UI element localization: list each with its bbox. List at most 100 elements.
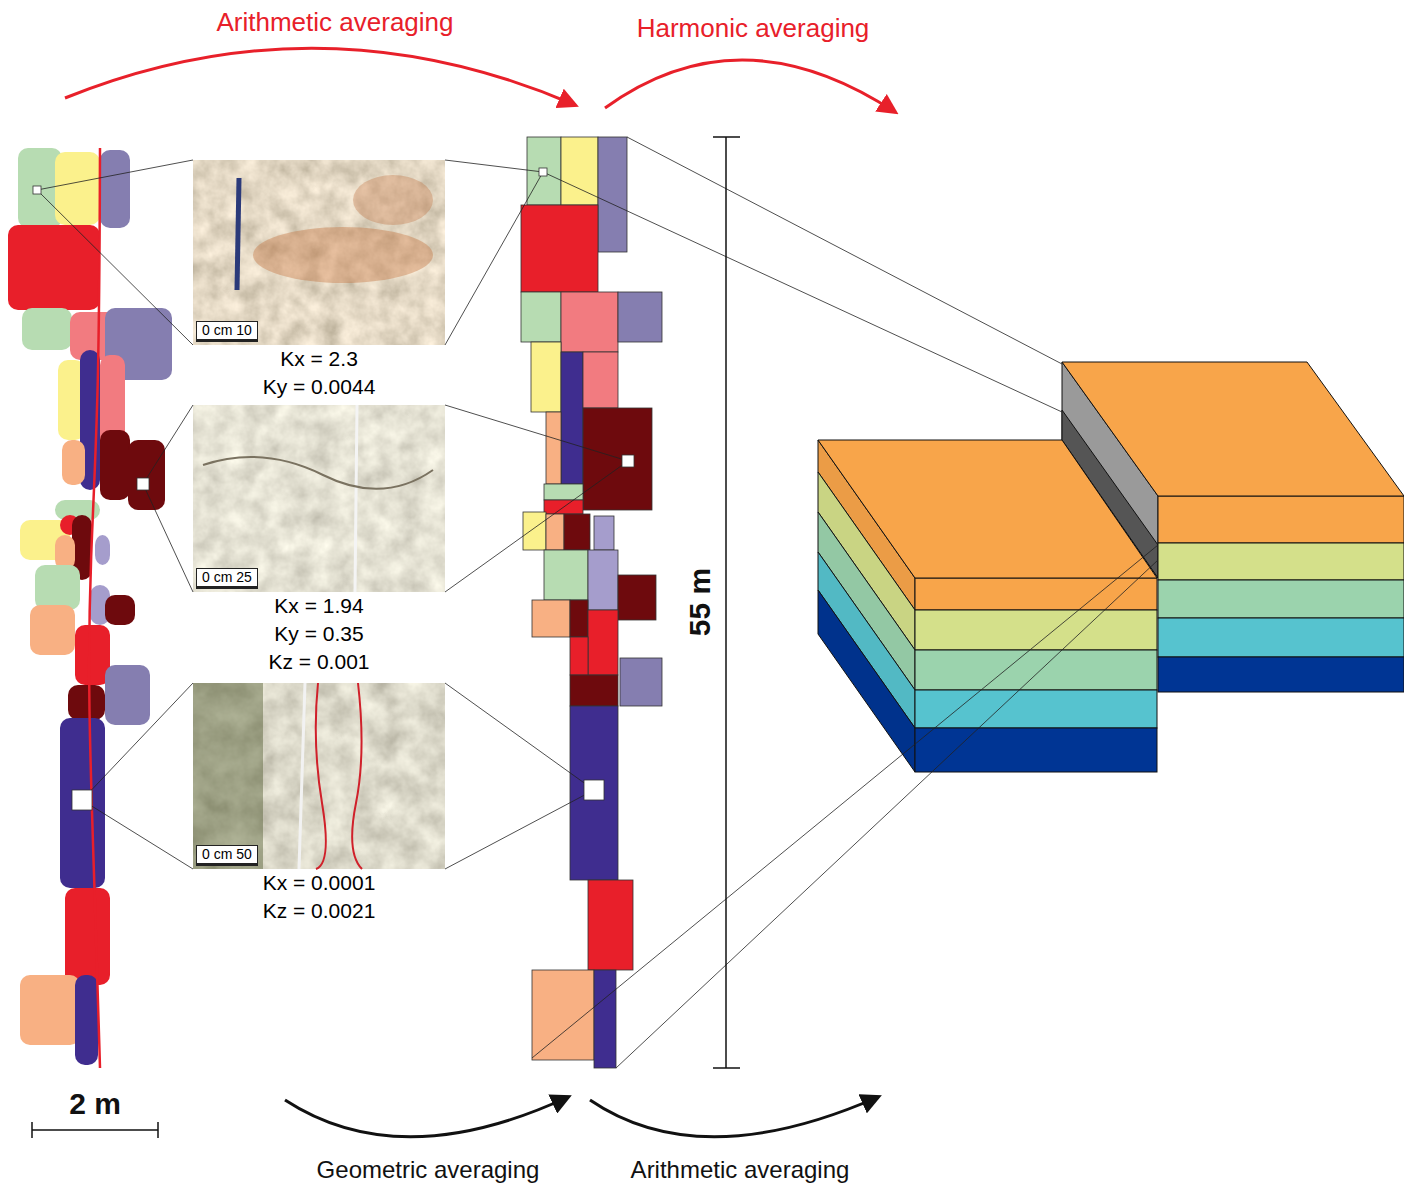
strata-layer [915,728,1157,772]
leader-line [445,172,543,345]
rock-fragment [68,685,105,720]
photo-texture [193,683,445,869]
rock-fragment [128,440,165,510]
measuring-tape [355,405,357,592]
conductivity-value: Kx = 1.94 [193,592,445,620]
leader-line [143,405,193,484]
scale-label: 0 cm 25 [196,568,258,589]
leader-line [37,190,193,345]
photo-frame: 0 cm 50 [193,683,445,869]
leader-line [627,137,1062,364]
sample-square [622,455,634,467]
scale-bar [31,1122,33,1138]
rock-fragment [65,888,110,985]
strata-layer [1158,580,1404,618]
conductivity-value: Kz = 0.0021 [193,897,445,925]
strata-layer [915,610,1157,650]
leader-line [445,160,543,172]
averaged-block [546,514,564,550]
scale-label: 0 cm 10 [196,321,258,342]
rock-fragment [100,150,130,228]
averaged-block [570,637,588,675]
averaging-arrow [590,1097,878,1137]
photo-panel: 0 cm 50Kx = 0.0001Kz = 0.0021 [193,683,445,925]
vegetation [193,683,263,869]
scanline [89,148,100,1068]
averaged-block [598,137,627,252]
conductivity-value: Kx = 0.0001 [193,869,445,897]
rock-fragment [60,718,105,888]
scale-bar [32,1129,158,1131]
averaged-block [564,514,590,550]
averaged-block [618,575,656,620]
conductivity-value: Ky = 0.35 [193,620,445,648]
averaged-block [531,342,561,412]
rock-fragment [30,605,75,655]
averaging-arrow [285,1097,568,1137]
leader-line [532,545,1158,1058]
averaging-arrow [605,60,895,112]
averaged-block [588,550,618,610]
leader-line [445,683,594,790]
averaged-block [583,352,618,408]
photo-texture [193,160,445,345]
averaged-block [521,292,561,342]
sample-square [539,168,547,176]
photo-panel: 0 cm 10Kx = 2.3Ky = 0.0044 [193,160,445,401]
outcrop-photo [193,160,445,345]
fracture-trace [352,683,362,869]
rock-fragment [75,975,98,1065]
averaged-block [532,600,570,637]
strata-layer [1158,543,1404,580]
sample-square [137,478,149,490]
sample-square [584,780,604,800]
rock-fragment [62,440,85,485]
outcrop-photo [193,405,445,592]
rock-fragment [105,595,135,625]
rock-fragment [55,535,75,570]
block-top [818,440,1157,578]
leader-line [37,160,193,190]
strata-layer [1158,618,1404,657]
leader-line [143,484,193,592]
leader-line [445,461,628,592]
averaged-block [620,658,662,706]
conductivity-value: Ky = 0.0044 [193,373,445,401]
averaged-block [588,610,618,675]
photo-panel: 0 cm 25 Kx = 1.94Ky = 0.35Kz = 0.001 [193,405,445,676]
sample-square [72,790,92,810]
block-top [1062,362,1404,496]
sample-square [33,186,41,194]
strata-layer [1158,496,1404,543]
averaged-block [594,516,614,550]
leader-line [543,172,1062,412]
averaged-block [618,292,662,342]
fracture-trace [316,683,326,869]
photo-frame: 0 cm 10 [193,160,445,345]
measuring-tape [299,683,305,869]
leader-line [616,560,1158,1068]
conductivity-value: Kz = 0.001 [193,648,445,676]
rock-fragment [95,535,110,565]
stain [353,175,433,225]
process-label: Geometric averaging [317,1156,540,1184]
averaged-block [583,408,652,510]
averaged-block [570,706,618,880]
averaging-arrow [65,48,575,105]
leader-line [82,800,193,869]
fracture [203,457,433,489]
leader-line [82,683,193,800]
scale-bar [157,1122,159,1138]
scale-bar [713,1067,740,1069]
photo-texture [193,405,445,592]
rock-fragment [75,625,110,685]
averaged-block [570,600,588,637]
scale-bar [725,137,727,1068]
leader-line [445,790,594,869]
strata-layer [915,690,1157,728]
averaged-block [561,352,583,484]
averaged-block [570,675,618,706]
process-label: Harmonic averaging [637,13,870,44]
rock-fragment [20,975,80,1045]
